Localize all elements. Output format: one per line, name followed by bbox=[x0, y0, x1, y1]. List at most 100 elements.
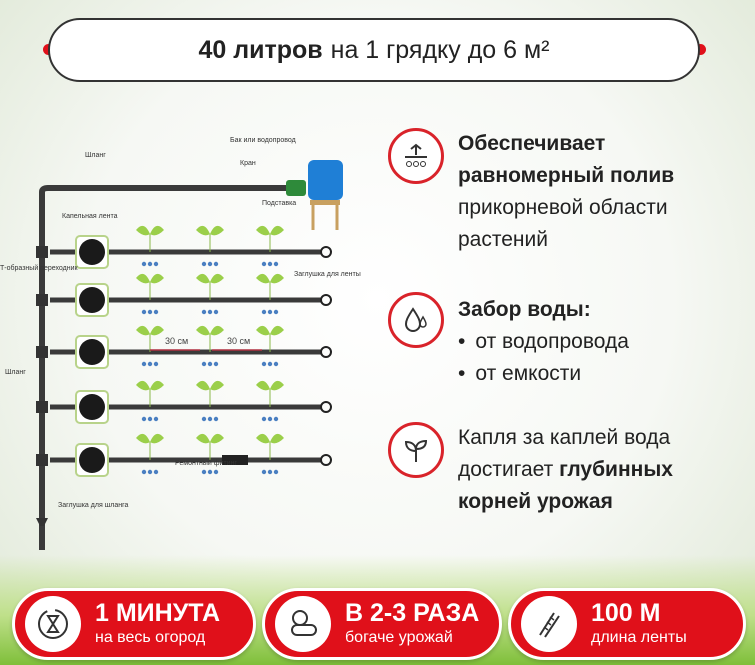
water-drop-icon bbox=[153, 261, 159, 267]
repair-fitting-icon bbox=[222, 455, 248, 465]
water-drop-icon bbox=[213, 361, 219, 367]
feature-deep-roots: Капля за каплей вода достигает глубинных… bbox=[388, 422, 718, 518]
water-drop-icon bbox=[207, 469, 213, 475]
water-drop-icon bbox=[213, 261, 219, 267]
headline-bold: 40 литров bbox=[198, 35, 323, 64]
water-drop-icon bbox=[141, 361, 147, 367]
water-drop-icon bbox=[153, 361, 159, 367]
headline-rest: на 1 грядку до 6 м² bbox=[330, 35, 550, 64]
water-drop-icon bbox=[261, 261, 267, 267]
water-drop-icon bbox=[147, 309, 153, 315]
feature-list-item: от водопровода bbox=[458, 326, 629, 358]
water-drop-icon bbox=[201, 309, 207, 315]
label-drip-tape: Капельная лента bbox=[62, 213, 118, 220]
label-hose-side: Шланг bbox=[5, 369, 26, 376]
water-drop-icon bbox=[153, 469, 159, 475]
water-drop-icon bbox=[273, 261, 279, 267]
water-drop-icon bbox=[267, 309, 273, 315]
hose-plug-icon bbox=[36, 518, 48, 526]
plant-icon bbox=[256, 225, 284, 236]
plant-icon bbox=[136, 225, 164, 236]
badge-caption: богаче урожай bbox=[345, 629, 453, 646]
feature-list-item: от емкости bbox=[458, 358, 629, 390]
hourglass-icon bbox=[25, 596, 81, 652]
water-drop-icon bbox=[273, 309, 279, 315]
water-drop-icon bbox=[273, 469, 279, 475]
feature-even-watering: Обеспечивает равномерный полив прикорнев… bbox=[388, 128, 718, 256]
water-drop-icon bbox=[141, 309, 147, 315]
tape-reel-icon bbox=[79, 339, 105, 365]
water-drop-icon bbox=[213, 309, 219, 315]
plant-icon bbox=[196, 380, 224, 391]
water-drop-icon bbox=[207, 309, 213, 315]
plant-icon bbox=[196, 433, 224, 444]
plant-icon bbox=[256, 380, 284, 391]
water-drop-icon bbox=[153, 309, 159, 315]
t-connector-icon bbox=[36, 401, 48, 413]
water-drop-icon bbox=[201, 261, 207, 267]
badge-caption: на весь огород bbox=[95, 629, 206, 646]
water-drop-icon bbox=[141, 261, 147, 267]
tape-reel-icon bbox=[79, 447, 105, 473]
water-drop-icon bbox=[207, 416, 213, 422]
water-drop-icon bbox=[201, 469, 207, 475]
badge-caption: длина ленты bbox=[591, 629, 687, 646]
tape-reel-icon bbox=[79, 239, 105, 265]
tape-reel-icon bbox=[79, 287, 105, 313]
badge-time: 1 МИНУТА на весь огород bbox=[12, 588, 256, 660]
spacing-label: 30 см bbox=[227, 336, 250, 346]
water-drop-icon bbox=[267, 469, 273, 475]
label-tap: Кран bbox=[240, 160, 256, 167]
tape-plug-icon bbox=[320, 294, 332, 306]
plant-icon bbox=[136, 273, 164, 284]
tape-plug-icon bbox=[320, 454, 332, 466]
badge-value: 100 М bbox=[591, 599, 661, 627]
water-drop-icon bbox=[267, 361, 273, 367]
water-drop-icon bbox=[261, 469, 267, 475]
vegetables-icon bbox=[275, 596, 331, 652]
irrigation-diagram: Бак или водопровод Кран Шланг Подставка … bbox=[0, 137, 361, 550]
tape-plug-icon bbox=[320, 346, 332, 358]
plant-icon bbox=[196, 325, 224, 336]
t-connector-icon bbox=[36, 294, 48, 306]
feature-water-source: Забор воды: от водопроводаот емкости bbox=[388, 292, 629, 390]
water-drop-icon bbox=[267, 261, 273, 267]
water-drop-icon bbox=[261, 361, 267, 367]
feature-bold: глубинных корней урожая bbox=[458, 458, 673, 513]
plant-icon bbox=[256, 325, 284, 336]
badge-value: В 2-3 РАЗА bbox=[345, 599, 480, 627]
plant-icon bbox=[136, 433, 164, 444]
watering-icon bbox=[388, 128, 444, 184]
water-drop-icon bbox=[207, 361, 213, 367]
water-drop-icon bbox=[273, 416, 279, 422]
tape-plug-icon bbox=[320, 401, 332, 413]
badge-value: 1 МИНУТА bbox=[95, 599, 220, 627]
badge-length: 100 М длина ленты bbox=[508, 588, 746, 660]
spacing-label: 30 см bbox=[165, 336, 188, 346]
water-drop-icon bbox=[267, 416, 273, 422]
water-drop-icon bbox=[261, 416, 267, 422]
label-hose-top: Шланг bbox=[85, 152, 106, 159]
water-drop-icon bbox=[201, 416, 207, 422]
water-drop-icon bbox=[141, 469, 147, 475]
sprout-icon bbox=[388, 422, 444, 478]
water-drop-icon bbox=[273, 361, 279, 367]
water-drop-icon bbox=[153, 416, 159, 422]
badge-harvest: В 2-3 РАЗА богаче урожай bbox=[262, 588, 502, 660]
plant-icon bbox=[196, 225, 224, 236]
plant-icon bbox=[256, 273, 284, 284]
water-drop-icon bbox=[261, 309, 267, 315]
feature-text: прикорневой области растений bbox=[458, 196, 668, 251]
plant-icon bbox=[136, 380, 164, 391]
water-drop-icon bbox=[147, 416, 153, 422]
water-drop-icon bbox=[213, 416, 219, 422]
water-tank-icon bbox=[308, 160, 343, 200]
t-connector-icon bbox=[36, 346, 48, 358]
water-drop-icon bbox=[147, 261, 153, 267]
label-hose-plug: Заглушка для шланга bbox=[58, 502, 129, 509]
plant-icon bbox=[256, 433, 284, 444]
water-drop-icon bbox=[147, 469, 153, 475]
water-drop-icon bbox=[201, 361, 207, 367]
t-connector-icon bbox=[36, 246, 48, 258]
label-repair-fitting: Ремонтный фитинг bbox=[175, 459, 237, 467]
